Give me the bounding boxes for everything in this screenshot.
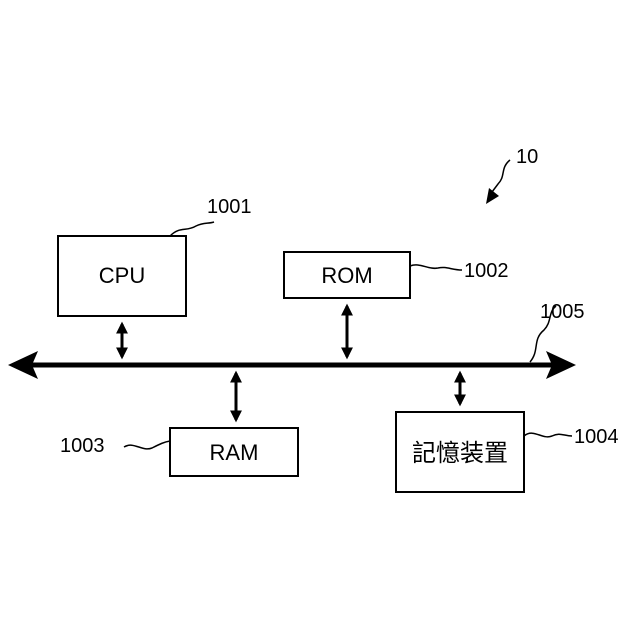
system-ref-label: 10: [516, 146, 538, 168]
bus-ref-label: 1005: [540, 301, 585, 323]
rom-block: ROM 1002: [284, 252, 509, 298]
cpu-label: CPU: [99, 263, 145, 288]
cpu-block: CPU 1001: [58, 196, 252, 316]
ram-ref-leader: [124, 441, 170, 449]
storage-ref-leader: [524, 433, 572, 437]
rom-ref-leader: [410, 265, 462, 270]
storage-block: 記憶装置 1004: [396, 412, 619, 492]
cpu-ref-label: 1001: [207, 196, 252, 218]
ram-label: RAM: [210, 440, 259, 465]
ram-ref-label: 1003: [60, 435, 105, 457]
storage-label: 記憶装置: [412, 439, 508, 467]
rom-label: ROM: [321, 263, 372, 288]
system-ref-group: 10: [486, 146, 538, 204]
rom-ref-label: 1002: [464, 260, 509, 282]
cpu-ref-leader: [170, 222, 214, 236]
system-ref-leader: [492, 160, 510, 192]
ram-block: RAM 1003: [60, 428, 298, 476]
storage-ref-label: 1004: [574, 426, 619, 448]
